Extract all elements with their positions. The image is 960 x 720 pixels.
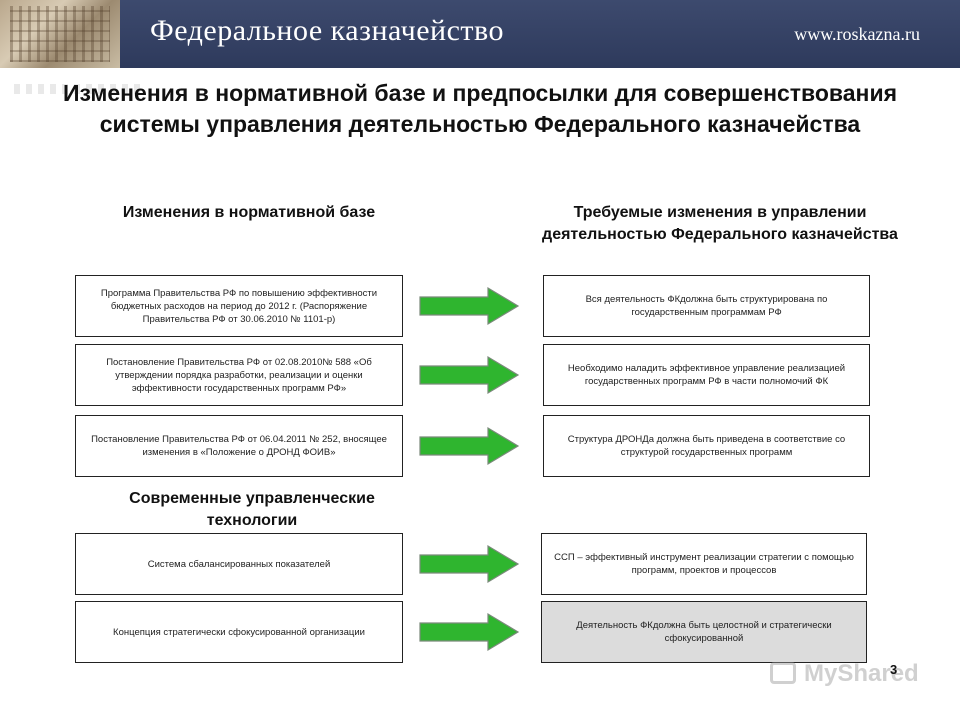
technology-box-1: Система сбалансированных показателей (75, 533, 403, 595)
regulation-text-3: Постановление Правительства РФ от 06.04.… (91, 434, 387, 458)
slide-title: Изменения в нормативной базе и предпосыл… (62, 80, 898, 137)
technologies-heading: Современные управленческие технологии (129, 490, 375, 529)
requirement-box-1: Вся деятельность ФКдолжна быть структури… (543, 275, 870, 337)
arrow-right-icon (419, 355, 520, 395)
watermark-text: MyShared (804, 660, 919, 687)
technology-box-2: Концепция стратегически сфокусированной … (75, 601, 403, 663)
regulation-text-1: Программа Правительства РФ по повышению … (100, 287, 378, 325)
regulation-box-3: Постановление Правительства РФ от 06.04.… (75, 415, 403, 477)
left-column-heading: Изменения в нормативной базе (122, 204, 376, 221)
outcome-text-1: ССП – эффективный инструмент реализации … (554, 552, 854, 576)
arrow-right-icon (419, 426, 520, 466)
arrow-right-icon (419, 286, 520, 326)
watermark: MyShared (770, 660, 950, 690)
presentation-icon (770, 662, 796, 684)
building-photo (0, 0, 120, 68)
header-title: Федеральное казначейство (150, 14, 504, 47)
page-number: 3 (890, 662, 898, 677)
requirement-text-3: Структура ДРОНДа должна быть приведена в… (567, 434, 846, 458)
right-column-heading: Требуемые изменения в управлении деятель… (542, 204, 898, 243)
requirement-text-1: Вся деятельность ФКдолжна быть структури… (585, 294, 828, 318)
header-bar: Федеральное казначейство www.roskazna.ru (0, 0, 960, 68)
requirement-box-2: Необходимо наладить эффективное управлен… (543, 344, 870, 406)
regulation-text-2: Постановление Правительства РФ от 02.08.… (106, 356, 372, 394)
technology-text-2: Концепция стратегически сфокусированной … (113, 626, 365, 638)
regulation-box-2: Постановление Правительства РФ от 02.08.… (75, 344, 403, 406)
arrow-right-icon (419, 612, 520, 652)
outcome-text-2: Деятельность ФКдолжна быть целостной и с… (576, 620, 832, 644)
outcome-box-1: ССП – эффективный инструмент реализации … (541, 533, 867, 595)
header-url[interactable]: www.roskazna.ru (794, 24, 920, 44)
arrow-right-icon (419, 544, 520, 584)
outcome-box-2: Деятельность ФКдолжна быть целостной и с… (541, 601, 867, 663)
requirement-text-2: Необходимо наладить эффективное управлен… (567, 363, 846, 387)
decorative-dots (14, 84, 144, 94)
requirement-box-3: Структура ДРОНДа должна быть приведена в… (543, 415, 870, 477)
technology-text-1: Система сбалансированных показателей (147, 558, 331, 570)
regulation-box-1: Программа Правительства РФ по повышению … (75, 275, 403, 337)
